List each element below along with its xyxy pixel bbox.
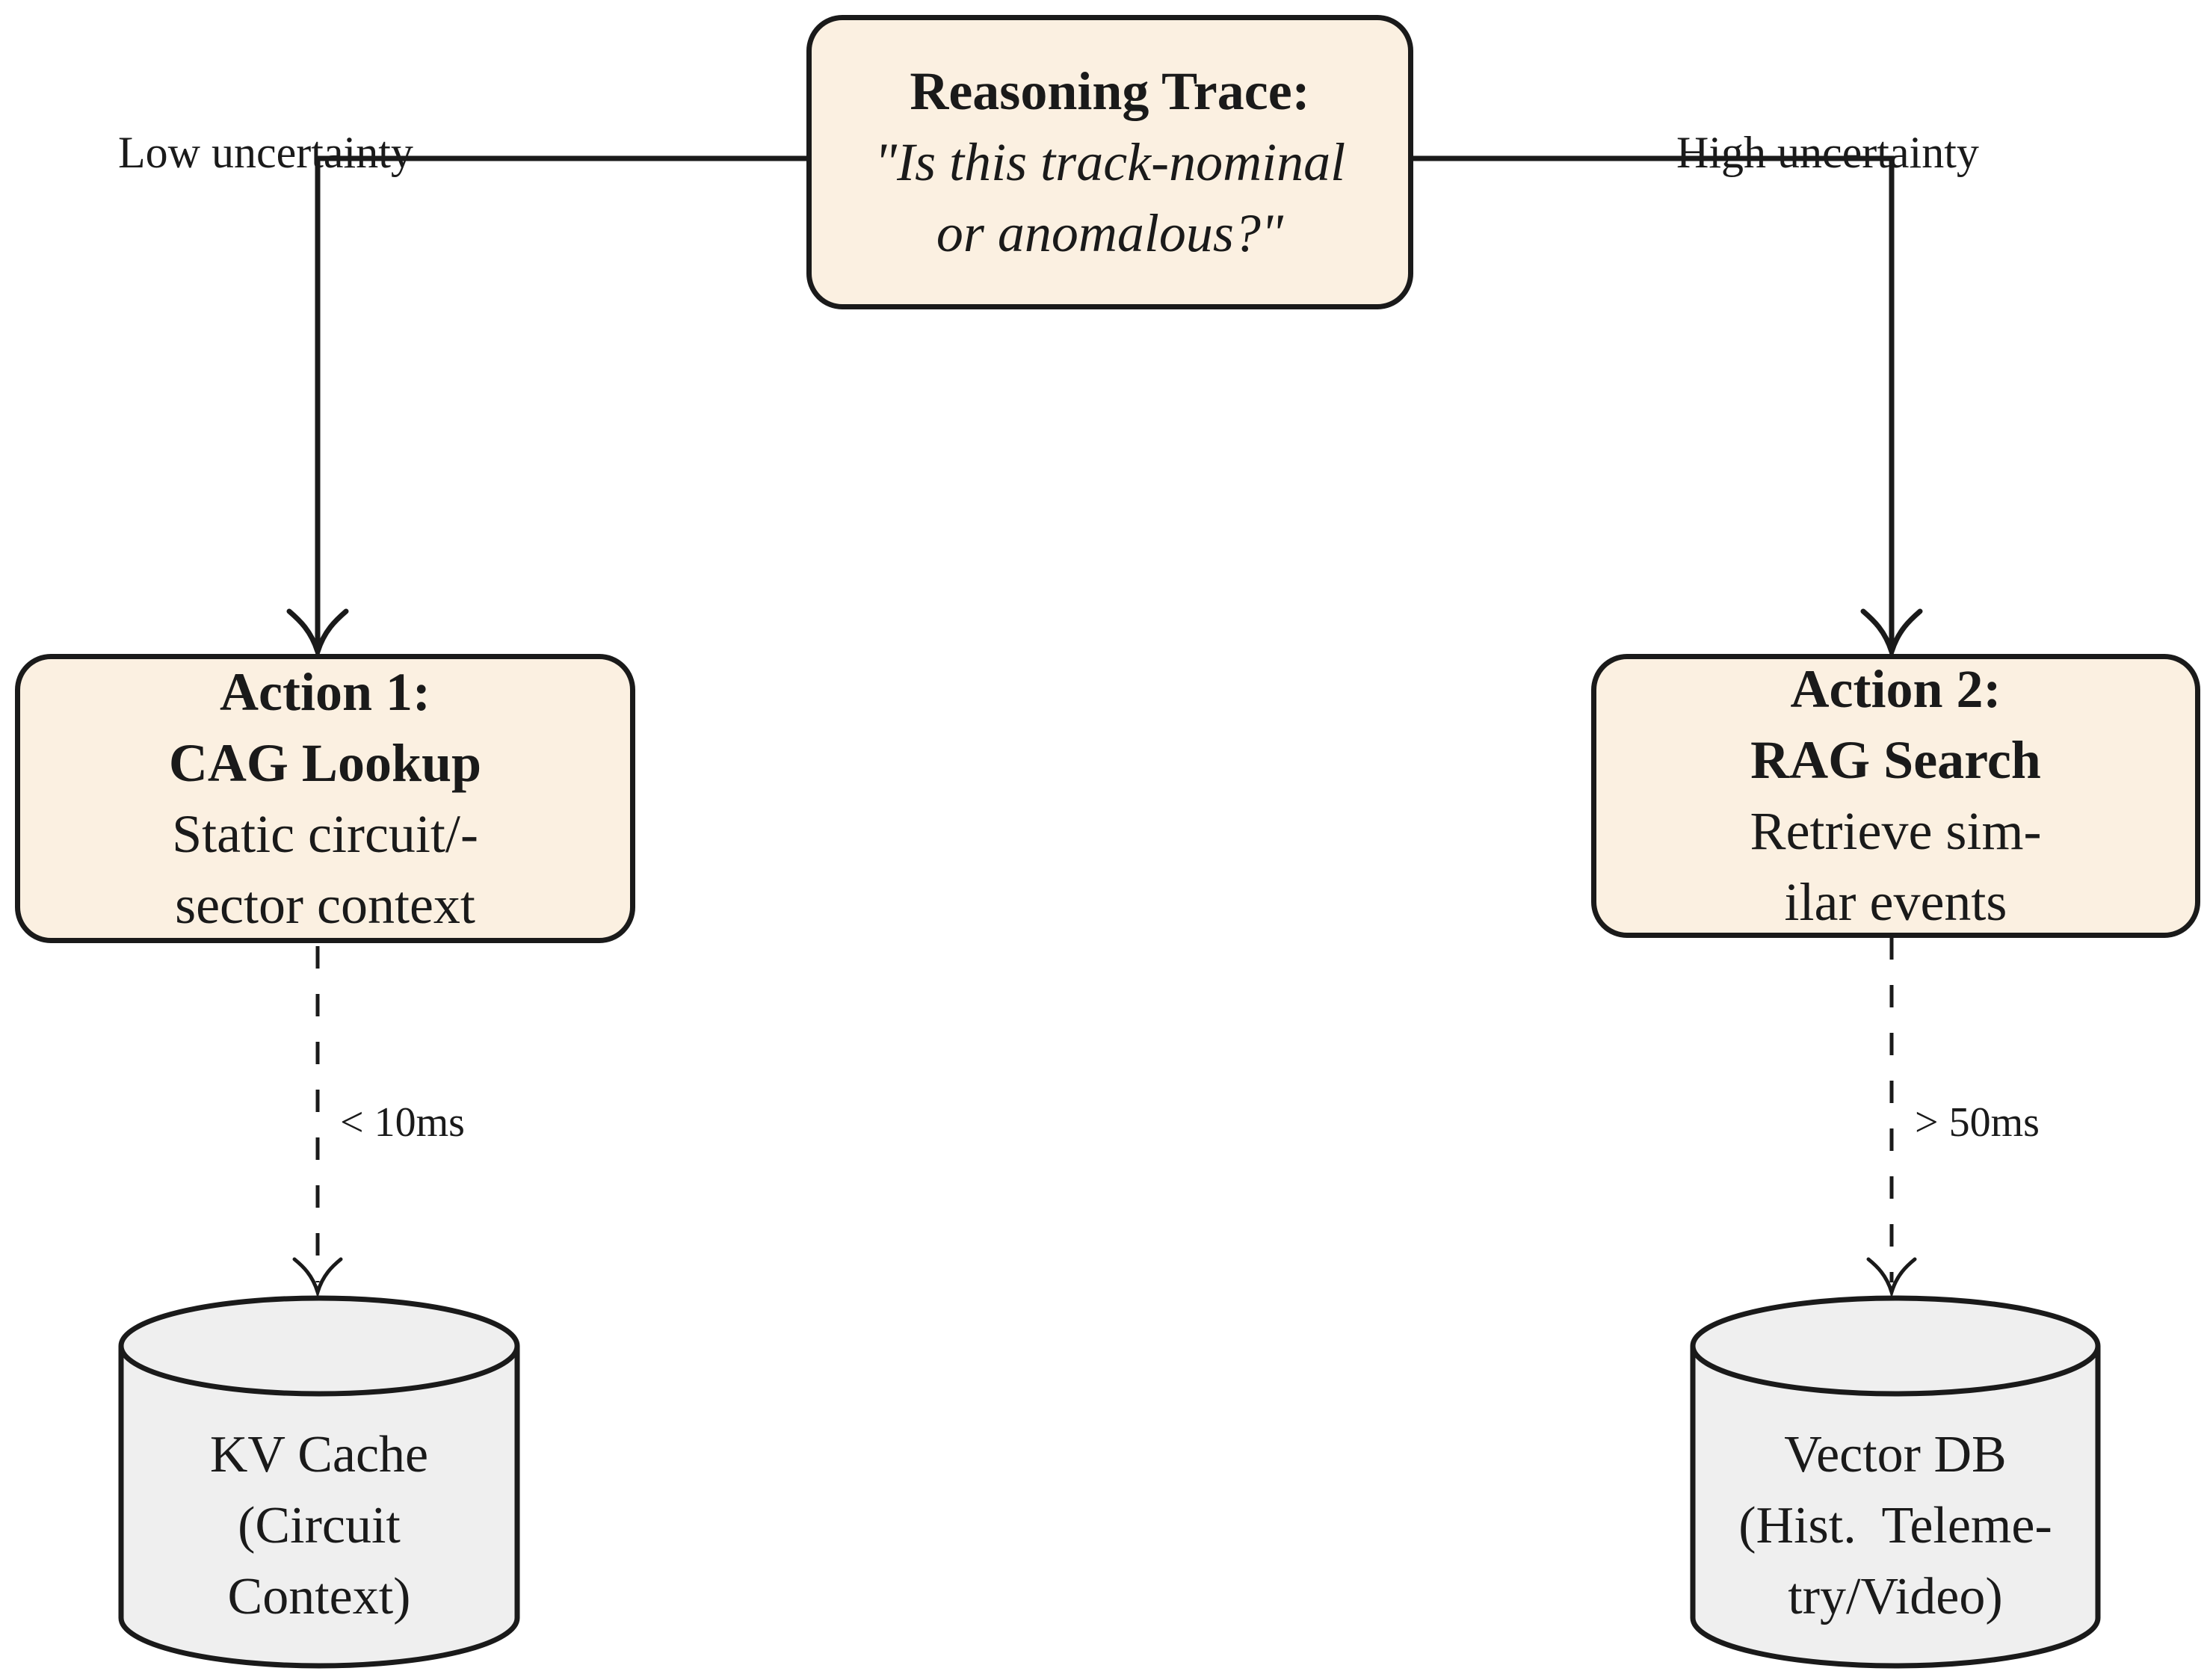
arrow-down-icon — [292, 1257, 343, 1299]
arrow-down-icon — [286, 608, 349, 661]
reasoning-trace-question-line1: "Is this track-nominal — [874, 132, 1346, 192]
vector-db-label-line2: (Hist. Teleme- — [1738, 1496, 2052, 1554]
vector-db-label-line3: try/Video) — [1788, 1567, 2003, 1625]
kv-cache-label-line1: KV Cache — [209, 1425, 429, 1483]
action2-desc-line1: Retrieve sim- — [1750, 801, 2042, 861]
branch-left-line — [315, 155, 806, 647]
arrow-down-icon — [1860, 608, 1923, 661]
latency-label-left: < 10ms — [340, 1099, 465, 1146]
action1-subtitle: CAG Lookup — [168, 732, 482, 793]
kv-cache-label-line3: Context) — [227, 1567, 411, 1625]
reasoning-trace-node: Reasoning Trace: "Is this track-nominal … — [806, 15, 1413, 309]
vector-db-datastore: Vector DB (Hist. Teleme- try/Video) — [1690, 1295, 2101, 1669]
vector-db-label-line1: Vector DB — [1784, 1425, 2007, 1483]
action1-title: Action 1: — [220, 661, 430, 722]
database-cylinder-icon — [118, 1295, 520, 1669]
high-uncertainty-label: High uncertainty — [1676, 128, 1979, 177]
branch-right-line — [1413, 155, 1895, 647]
action2-subtitle: RAG Search — [1750, 730, 2041, 790]
kv-cache-datastore: KV Cache (Circuit Context) — [118, 1295, 520, 1669]
low-uncertainty-label: Low uncertainty — [118, 128, 413, 177]
database-cylinder-icon — [1690, 1295, 2101, 1669]
reasoning-trace-title: Reasoning Trace: — [910, 61, 1310, 121]
latency-label-right: > 50ms — [1915, 1099, 2040, 1146]
kv-cache-label-line2: (Circuit — [238, 1496, 401, 1554]
reasoning-trace-question-line2: or anomalous?" — [936, 203, 1284, 263]
action1-desc-line1: Static circuit/- — [172, 803, 478, 864]
arrow-down-icon — [1866, 1257, 1917, 1299]
action1-desc-line2: sector context — [175, 874, 475, 935]
action2-title: Action 2: — [1790, 659, 2001, 719]
action2-node: Action 2: RAG Search Retrieve sim- ilar … — [1591, 654, 2200, 938]
action2-desc-line2: ilar events — [1784, 872, 2007, 932]
action1-node: Action 1: CAG Lookup Static circuit/- se… — [15, 654, 635, 943]
